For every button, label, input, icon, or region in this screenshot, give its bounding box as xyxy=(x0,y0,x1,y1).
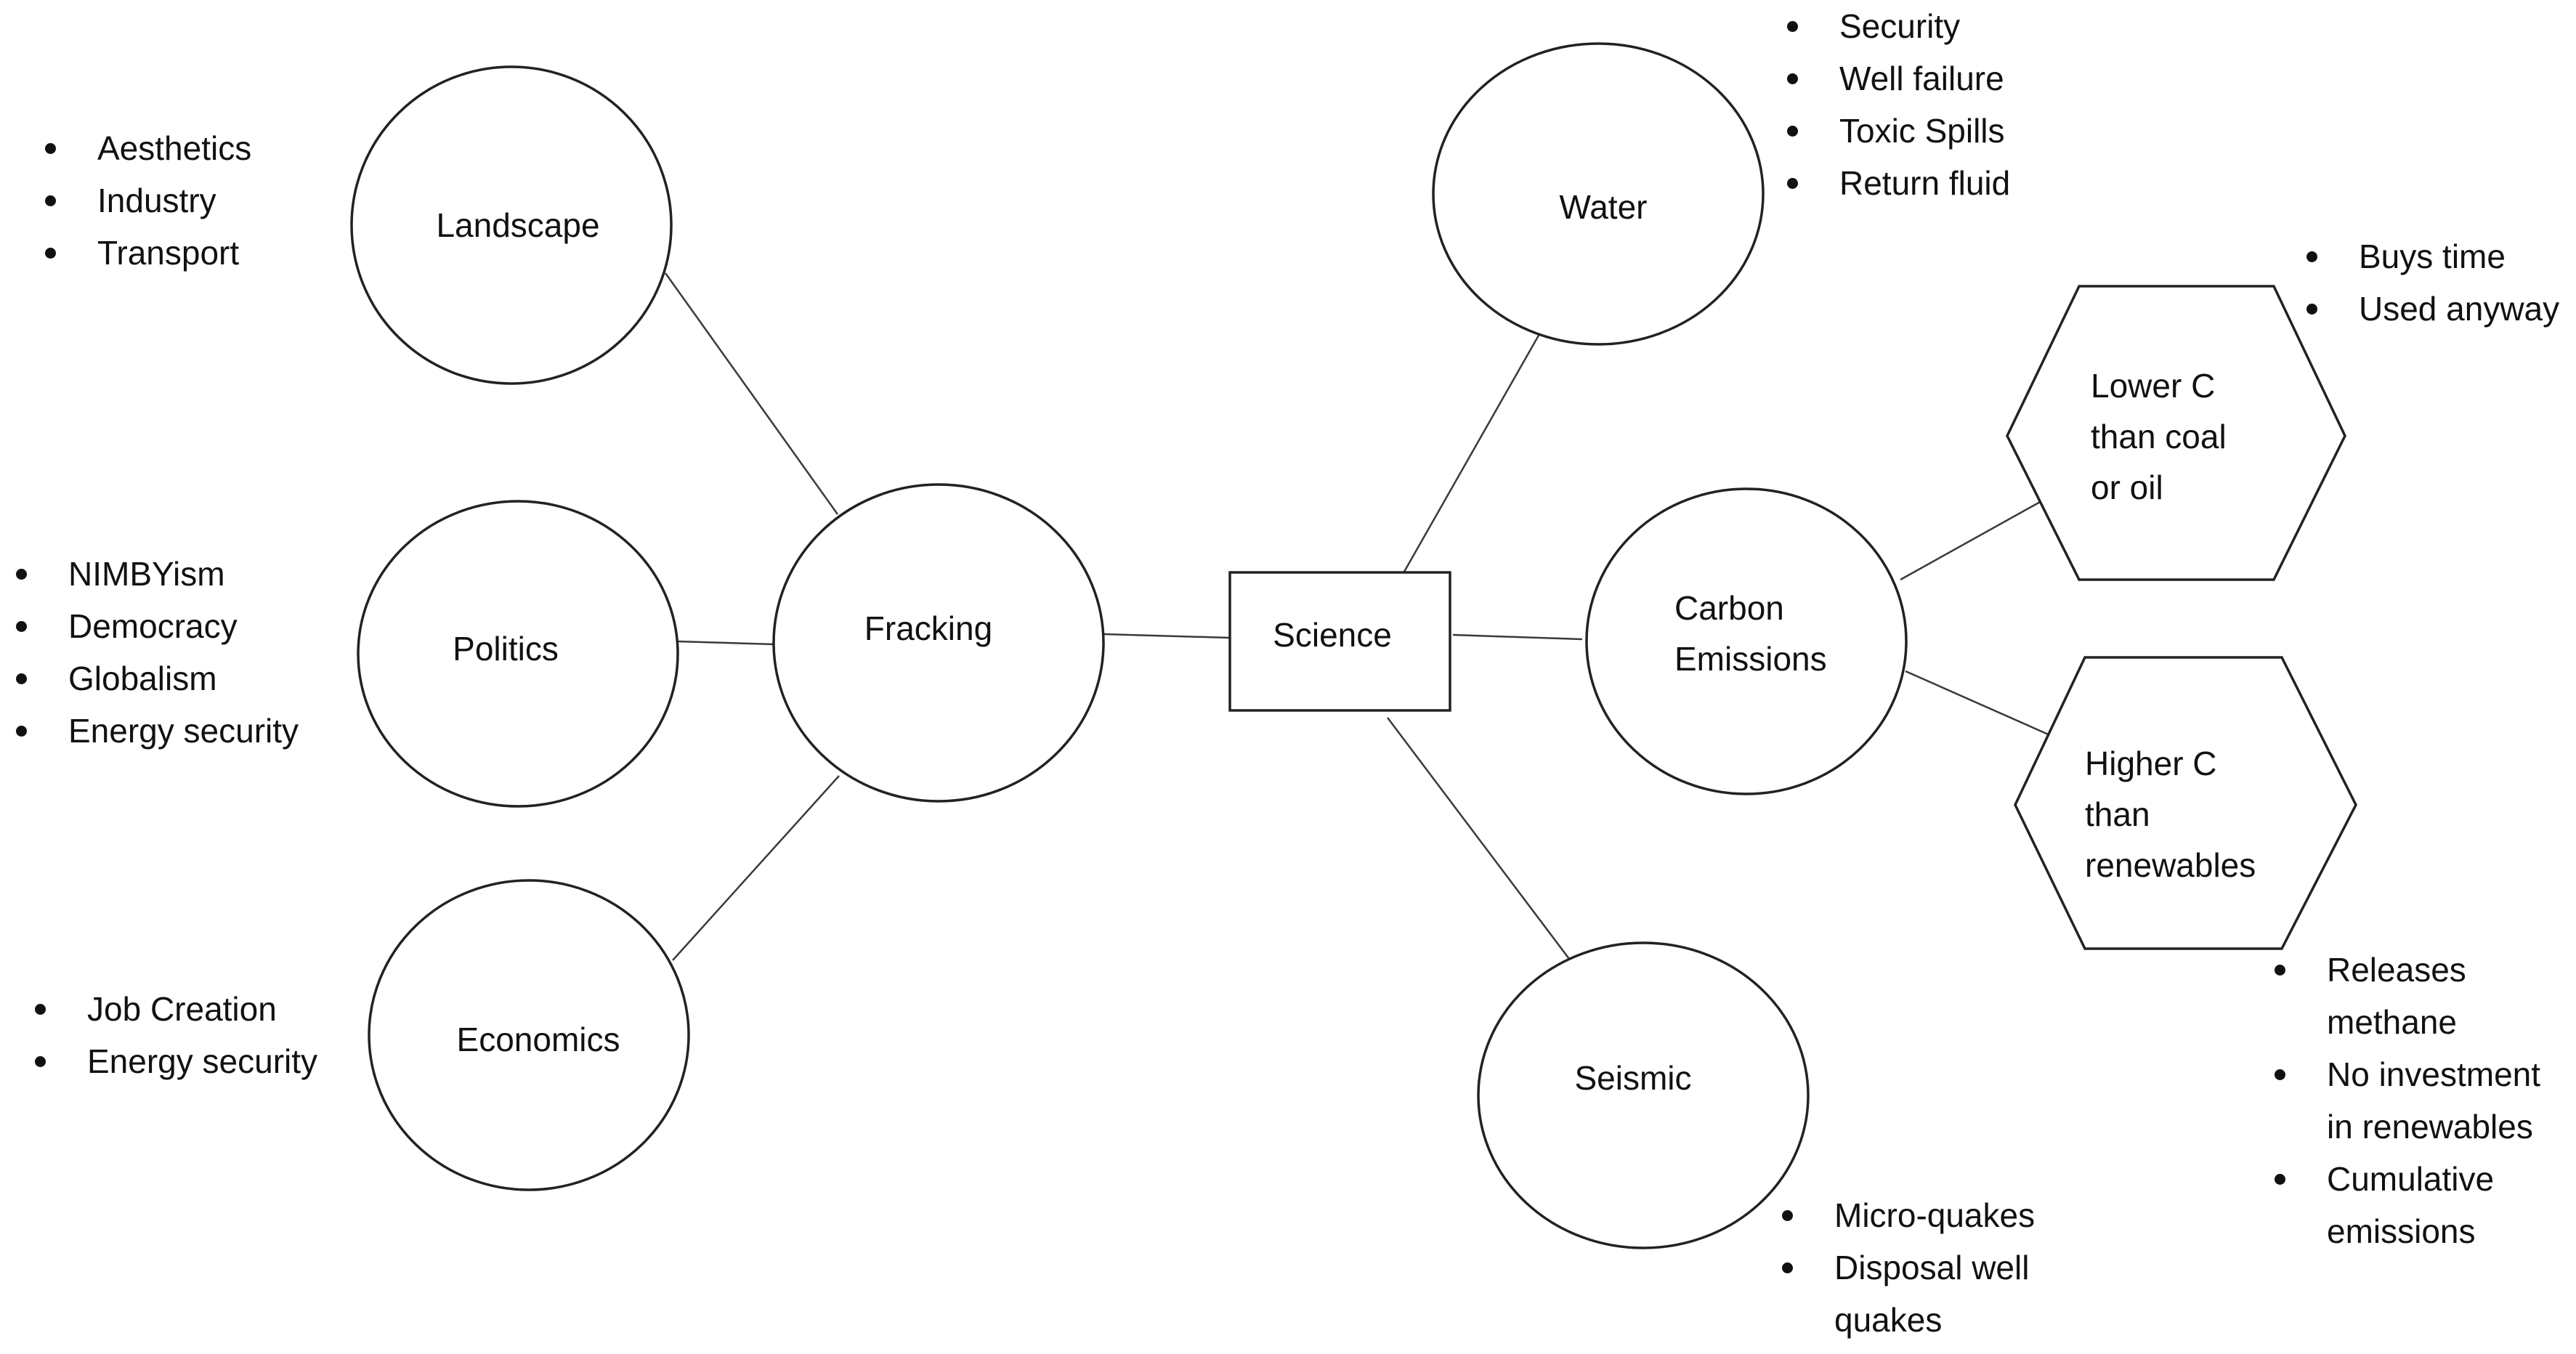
connector-fracking-economics xyxy=(672,775,840,961)
list-item: Job Creation xyxy=(26,983,317,1035)
carbon-emissions-label: Carbon Emissions xyxy=(1674,583,1827,684)
landscape-circle xyxy=(350,65,673,385)
list-item: Industry xyxy=(36,174,251,227)
connector-science-seismic xyxy=(1387,717,1570,960)
connector-carbon-higher-c xyxy=(1905,670,2052,737)
list-item: NIMBYism xyxy=(7,548,299,600)
economics-bullets: Job Creation Energy security xyxy=(26,983,317,1087)
list-item: Democracy xyxy=(7,600,299,652)
higher-c-label: Higher C than renewables xyxy=(2085,738,2256,891)
lower-c-label-line1: Lower C xyxy=(2091,367,2216,405)
list-item: Energy security xyxy=(7,705,299,757)
list-item: Micro-quakes xyxy=(1773,1189,2035,1241)
bullet-line: quakes xyxy=(1834,1301,1943,1339)
lower-c-bullets: Buys time Used anyway xyxy=(2298,230,2559,335)
connector-fracking-landscape xyxy=(664,272,839,515)
list-item: Toxic Spills xyxy=(1778,105,2010,157)
connector-science-fracking xyxy=(1103,633,1231,639)
carbon-label-line2: Emissions xyxy=(1674,640,1827,678)
list-item: Well failure xyxy=(1778,52,2010,105)
economics-circle xyxy=(368,879,690,1191)
connector-fracking-politics xyxy=(677,640,775,646)
list-item: Security xyxy=(1778,0,2010,52)
water-bullets: Security Well failure Toxic Spills Retur… xyxy=(1778,0,2010,209)
connector-science-water xyxy=(1403,333,1541,572)
lower-c-label-line2: than coal xyxy=(2091,418,2227,455)
lower-c-label: Lower C than coal or oil xyxy=(2091,360,2227,513)
higher-c-label-line2: than xyxy=(2085,795,2150,833)
seismic-circle xyxy=(1477,941,1810,1249)
higher-c-label-line1: Higher C xyxy=(2085,745,2217,782)
seismic-label: Seismic xyxy=(1574,1059,1692,1097)
list-item: Return fluid xyxy=(1778,157,2010,209)
connector-science-carbon xyxy=(1452,633,1583,641)
politics-label: Politics xyxy=(453,630,559,668)
list-item: Cumulative emissions xyxy=(2266,1153,2540,1257)
bullet-line: Micro-quakes xyxy=(1834,1196,2036,1234)
fracking-circle xyxy=(772,483,1105,803)
lower-c-label-line3: or oil xyxy=(2091,469,2163,506)
landscape-bullets: Aesthetics Industry Transport xyxy=(36,122,251,279)
connector-carbon-lower-c xyxy=(1900,500,2042,581)
lower-c-hexagon xyxy=(2006,285,2346,581)
higher-c-label-line3: renewables xyxy=(2085,846,2256,884)
list-item: Buys time xyxy=(2298,230,2559,283)
science-label: Science xyxy=(1273,616,1392,654)
landscape-label: Landscape xyxy=(436,206,600,244)
node-shapes xyxy=(350,42,2357,1249)
list-item: Disposal well quakes xyxy=(1773,1241,2035,1346)
bullet-line: Disposal well xyxy=(1834,1249,2030,1286)
economics-label: Economics xyxy=(456,1021,620,1058)
seismic-bullets: Micro-quakes Disposal well quakes xyxy=(1773,1189,2035,1346)
carbon-circle xyxy=(1585,487,1908,795)
list-item: Transport xyxy=(36,227,251,279)
water-label: Water xyxy=(1559,188,1648,226)
list-item: Energy security xyxy=(26,1035,317,1087)
politics-bullets: NIMBYism Democracy Globalism Energy secu… xyxy=(7,548,299,757)
water-circle xyxy=(1432,42,1765,346)
politics-circle xyxy=(357,500,679,808)
connectors xyxy=(664,272,2052,961)
higher-c-bullets: Releases methane No investment in renewa… xyxy=(2266,944,2540,1257)
fracking-label: Fracking xyxy=(864,609,993,647)
list-item: Aesthetics xyxy=(36,122,251,174)
list-item: No investment in renewables xyxy=(2266,1048,2540,1153)
bullet-line: methane xyxy=(2327,1003,2458,1041)
list-item: Releases methane xyxy=(2266,944,2540,1048)
science-box xyxy=(1228,571,1451,712)
bullet-line: Cumulative xyxy=(2327,1160,2495,1198)
carbon-label-line1: Carbon xyxy=(1674,589,1784,627)
list-item: Used anyway xyxy=(2298,283,2559,335)
bullet-line: No investment xyxy=(2327,1055,2541,1093)
bullet-line: in renewables xyxy=(2327,1108,2533,1146)
list-item: Globalism xyxy=(7,652,299,705)
bullet-line: emissions xyxy=(2327,1212,2476,1250)
higher-c-hexagon xyxy=(2014,656,2357,950)
bullet-line: Releases xyxy=(2327,951,2466,989)
